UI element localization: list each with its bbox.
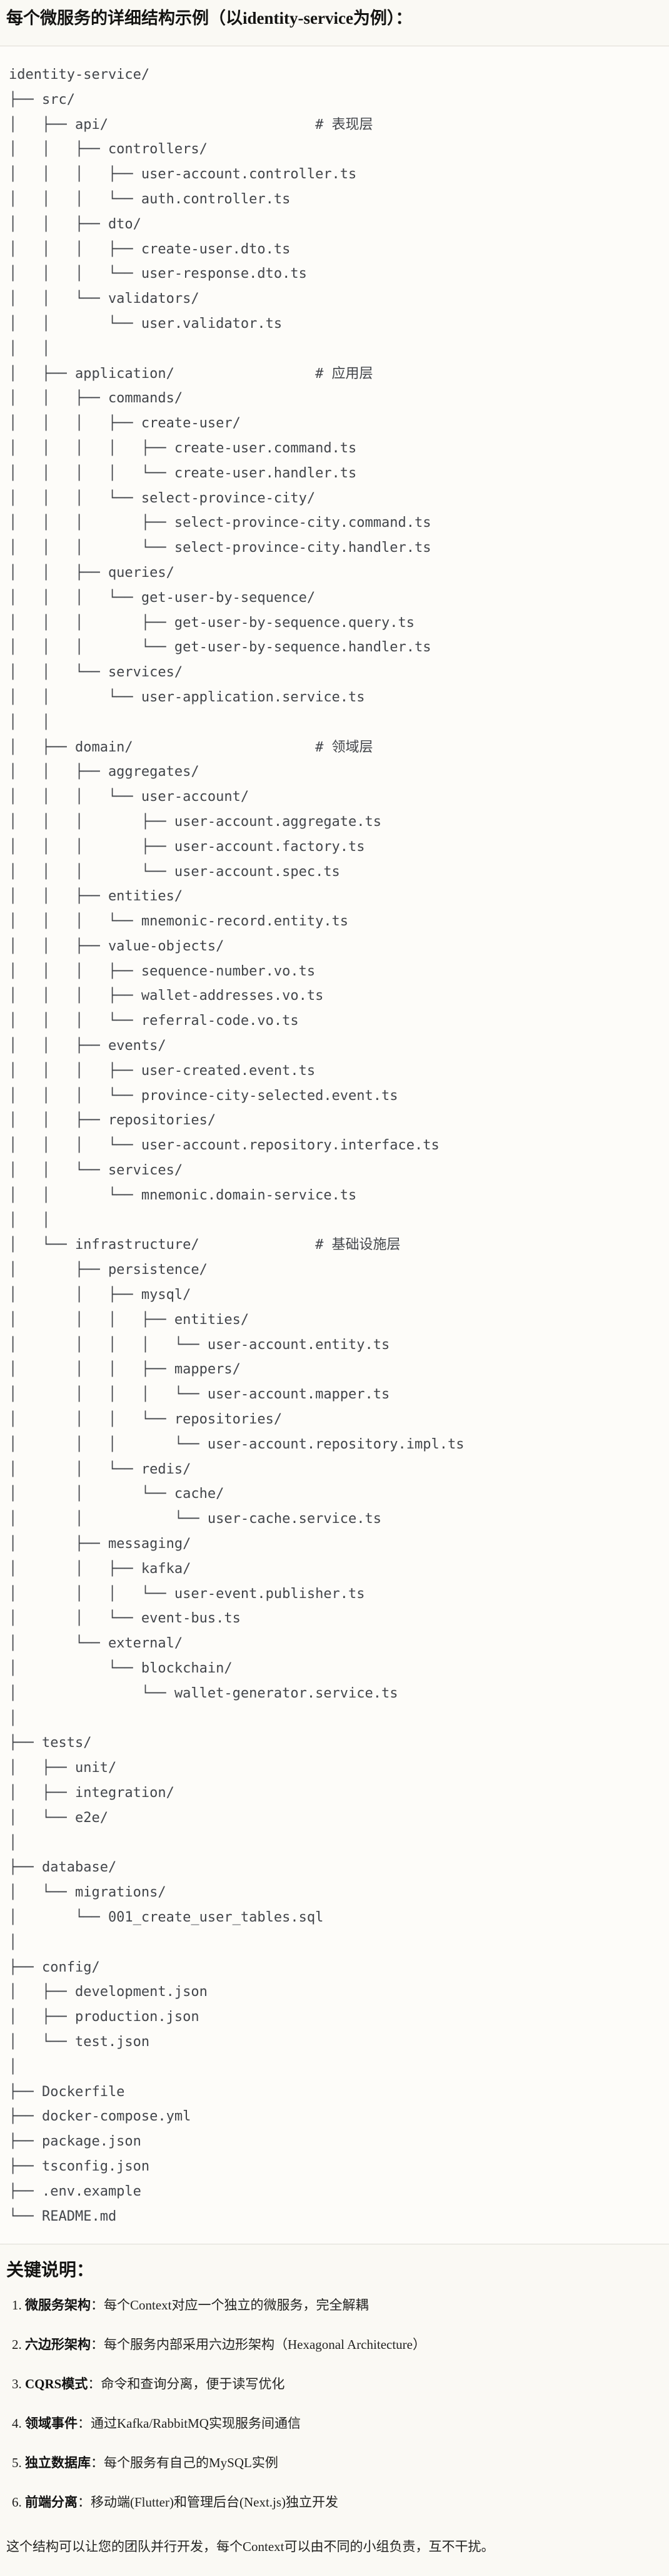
note-label: 领域事件 — [25, 2416, 78, 2431]
page-header: 每个微服务的详细结构示例（以identity-service为例）： — [0, 0, 669, 46]
note-label: 前端分离 — [25, 2495, 78, 2510]
note-label: 独立数据库 — [25, 2455, 91, 2471]
note-item: 领域事件：通过Kafka/RabbitMQ实现服务间通信 — [25, 2415, 663, 2432]
note-label: 六边形架构 — [25, 2337, 91, 2353]
note-item: 微服务架构：每个Context对应一个独立的微服务，完全解耦 — [25, 2297, 663, 2314]
directory-tree: identity-service/ ├── src/ │ ├── api/ # … — [9, 67, 465, 2224]
note-label: 微服务架构 — [25, 2298, 91, 2313]
closing-paragraph: 这个结构可以让您的团队并行开发，每个Context可以由不同的小组负责，互不干扰… — [6, 2539, 495, 2555]
note-text: ：通过Kafka/RabbitMQ实现服务间通信 — [78, 2416, 301, 2431]
notes-heading: 关键说明： — [6, 2261, 94, 2281]
note-text: ：移动端(Flutter)和管理后台(Next.js)独立开发 — [78, 2495, 339, 2510]
note-item: 前端分离：移动端(Flutter)和管理后台(Next.js)独立开发 — [25, 2494, 663, 2511]
note-item: CQRS模式：命令和查询分离，便于读写优化 — [25, 2376, 663, 2393]
notes-section: 关键说明： 微服务架构：每个Context对应一个独立的微服务，完全解耦 六边形… — [0, 2244, 669, 2561]
note-text: ：命令和查询分离，便于读写优化 — [88, 2376, 285, 2392]
note-item: 独立数据库：每个服务有自己的MySQL实例 — [25, 2455, 663, 2472]
code-block: identity-service/ ├── src/ │ ├── api/ # … — [0, 46, 669, 2245]
note-text: ：每个服务内部采用六边形架构（Hexagonal Architecture） — [91, 2337, 426, 2353]
page-title: 每个微服务的详细结构示例（以identity-service为例）： — [6, 9, 413, 28]
note-item: 六边形架构：每个服务内部采用六边形架构（Hexagonal Architectu… — [25, 2336, 663, 2353]
note-text: ：每个服务有自己的MySQL实例 — [91, 2455, 278, 2471]
note-label: CQRS模式 — [25, 2376, 88, 2392]
notes-list: 微服务架构：每个Context对应一个独立的微服务，完全解耦 六边形架构：每个服… — [6, 2297, 663, 2511]
note-text: ：每个Context对应一个独立的微服务，完全解耦 — [91, 2298, 369, 2313]
